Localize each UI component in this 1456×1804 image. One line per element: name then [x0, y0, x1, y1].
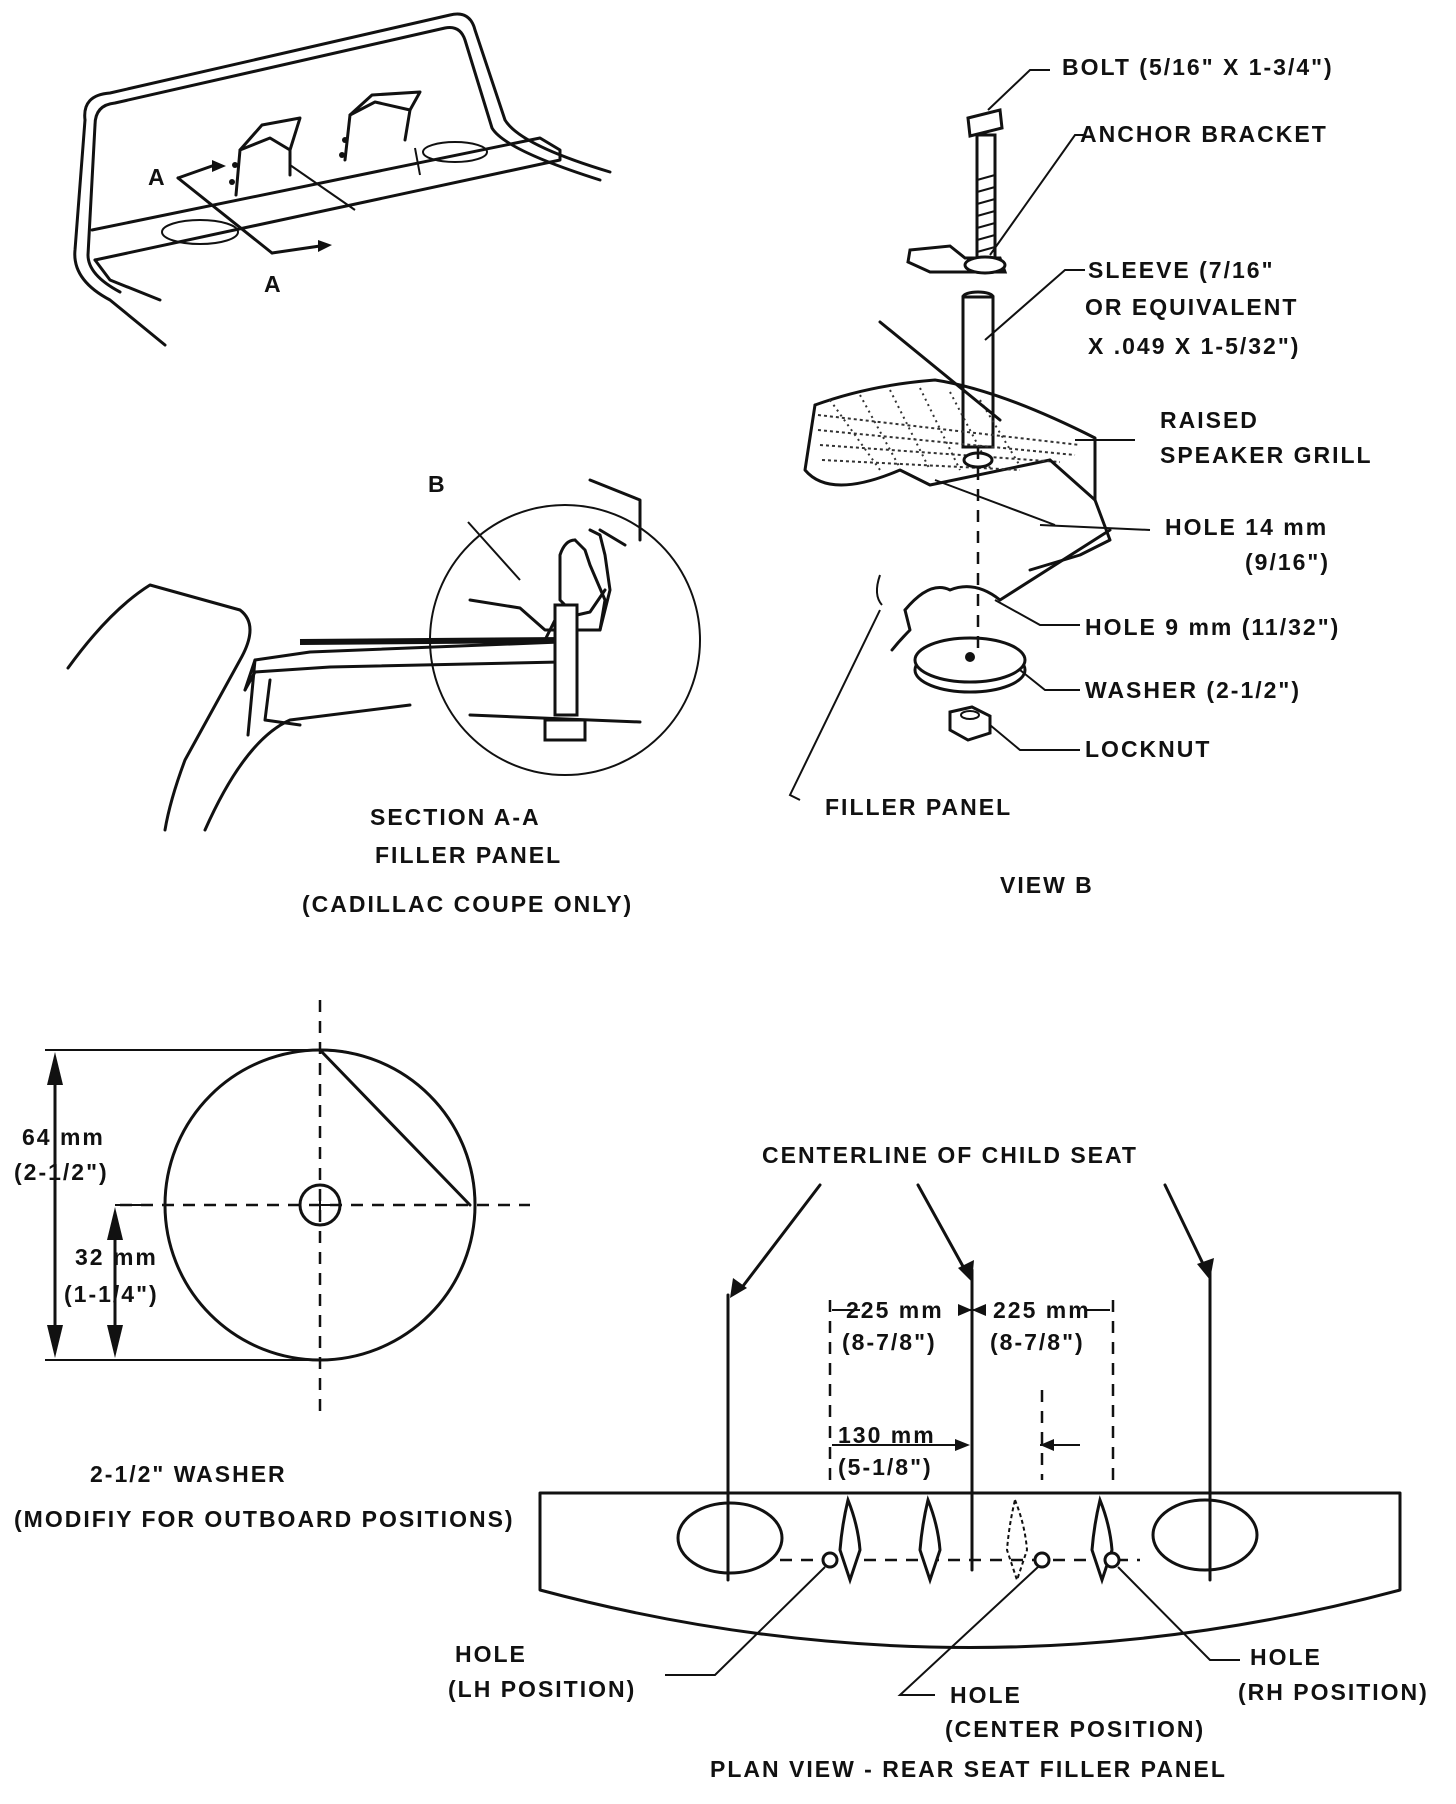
- hole-center-position: (CENTER POSITION): [945, 1716, 1205, 1742]
- label-sleeve-line3: X .049 X 1-5/32"): [1088, 333, 1300, 359]
- label-filler-panel: FILLER PANEL: [825, 794, 1012, 820]
- washer-dim-64mm-inch: (2-1/2"): [14, 1159, 109, 1185]
- bolt: [966, 108, 1004, 262]
- washer-detail-drawing: [45, 1000, 530, 1420]
- rear-window-overview-illustration: [73, 12, 612, 347]
- filler-panel-section: [876, 528, 1112, 652]
- washer-dim-32mm-inch: (1-1/4"): [64, 1281, 159, 1307]
- view-b-illustration: [803, 108, 1112, 742]
- label-raised-line2: SPEAKER GRILL: [1160, 442, 1373, 468]
- hole-center-label: HOLE: [950, 1682, 1022, 1708]
- label-raised-line1: RAISED: [1160, 407, 1259, 433]
- label-sleeve-line2: OR EQUIVALENT: [1085, 294, 1298, 320]
- section-marker-a-bottom: A: [264, 271, 283, 297]
- label-washer: WASHER (2-1/2"): [1085, 677, 1301, 703]
- hole-rh-label: HOLE: [1250, 1644, 1322, 1670]
- label-anchor-bracket: ANCHOR BRACKET: [1080, 121, 1328, 147]
- anchor-fasteners: [838, 1495, 1114, 1585]
- washer-caption-note: (MODIFIY FOR OUTBOARD POSITIONS): [14, 1506, 515, 1532]
- dim-center-130mm: 130 mm: [838, 1422, 936, 1448]
- sleeve: [961, 290, 995, 449]
- detail-marker-b: B: [428, 471, 447, 497]
- section-line-a: [176, 160, 332, 255]
- dim-right-225mm-inch: (8-7/8"): [990, 1329, 1085, 1355]
- hole-lh-position: (LH POSITION): [448, 1676, 636, 1702]
- label-hole-14mm-inch: (9/16"): [1245, 549, 1330, 575]
- cadillac-coupe-caption: (CADILLAC COUPE ONLY): [302, 891, 633, 917]
- plan-view-caption: PLAN VIEW - REAR SEAT FILLER PANEL: [710, 1756, 1227, 1782]
- washer-dim-32mm: 32 mm: [75, 1244, 158, 1270]
- view-b-caption: VIEW B: [1000, 872, 1094, 898]
- hole-center: [1033, 1551, 1051, 1569]
- label-locknut: LOCKNUT: [1085, 736, 1211, 762]
- label-sleeve-line1: SLEEVE (7/16": [1088, 257, 1274, 283]
- filler-panel-caption: FILLER PANEL: [375, 842, 562, 868]
- label-hole-14mm: HOLE 14 mm: [1165, 514, 1328, 540]
- centerline-label: CENTERLINE OF CHILD SEAT: [762, 1142, 1138, 1168]
- hole-lh: [821, 1551, 839, 1569]
- locknut: [948, 705, 992, 742]
- washer: [913, 636, 1027, 694]
- section-a-a-caption: SECTION A-A: [370, 804, 541, 830]
- label-bolt: BOLT (5/16" X 1-3/4"): [1062, 54, 1334, 80]
- dim-center-130mm-inch: (5-1/8"): [838, 1454, 933, 1480]
- plan-view-drawing: [538, 1183, 1402, 1696]
- raised-speaker-grill: [803, 320, 1112, 572]
- section-marker-a-top: A: [148, 164, 167, 190]
- label-hole-9mm: HOLE 9 mm (11/32"): [1085, 614, 1340, 640]
- anchor-bracket: [906, 244, 1008, 275]
- washer-dim-64mm: 64 mm: [22, 1124, 105, 1150]
- view-b-leaders: [788, 69, 1151, 801]
- detail-circle-b: [429, 504, 701, 776]
- hole-lh-label: HOLE: [455, 1641, 527, 1667]
- hole-rh-position: (RH POSITION): [1238, 1679, 1429, 1705]
- dim-left-225mm-inch: (8-7/8"): [842, 1329, 937, 1355]
- dim-right-225mm: 225 mm: [993, 1297, 1091, 1323]
- washer-caption: 2-1/2" WASHER: [90, 1461, 287, 1487]
- hole-rh: [1103, 1551, 1121, 1569]
- dim-left-225mm: 225 mm: [846, 1297, 944, 1323]
- child-seat-centerlines: [726, 1268, 1212, 1582]
- section-a-a-illustration: [66, 478, 701, 832]
